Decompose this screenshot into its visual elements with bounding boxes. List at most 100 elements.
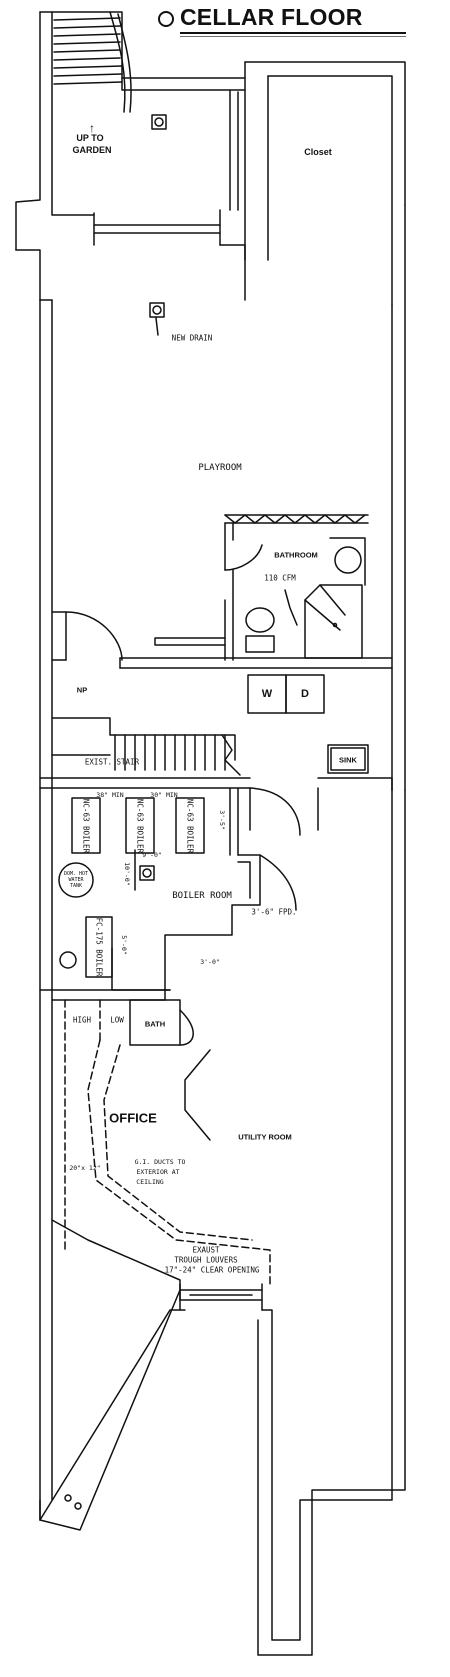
garden-closet-wall [121,77,246,91]
plan-title-text: CELLAR FLOOR [180,4,363,30]
boiler-top-wall [39,777,251,789]
washer-label: W [261,688,273,700]
boiler-4 [85,916,113,978]
garden-door-jamb [93,209,221,246]
shower-diagonal [304,584,346,631]
toilet-tank-icon [245,635,275,653]
hot-water-tank-icon [58,862,94,898]
garden-drain-icon [151,114,167,130]
dim-3-0: 3'-0" [200,958,220,966]
entry-door-arc [65,611,123,661]
stair-curve-2 [117,13,132,113]
cfm-label: 110 CFM [264,573,296,583]
gi-ducts-label-2: EXTERIOR AT [136,1168,180,1176]
sink-box-inner [330,747,366,771]
garden-inner-wall [51,11,95,216]
bathroom-sink-icon [334,546,362,574]
boiler-room-circle-icon [59,951,77,969]
right-lower-outer [257,789,406,1656]
fire-door-label: 3'-6" FPD. [251,907,297,917]
boiler-room-drain-icon [139,865,155,881]
office-bath-door [179,1009,194,1046]
exhaust-opening [179,1289,263,1301]
playroom-drain-circle [152,305,162,315]
boiler-bottom-wall [39,989,171,1001]
dryer-box [285,674,325,714]
left-lower-wall [39,1309,186,1521]
bathroom-left-wall [224,522,234,571]
exist-stair-label: EXIST. STAIR [84,757,140,767]
playroom-label: PLAYROOM [198,463,242,473]
up-arrow-icon: ↑ [89,121,95,135]
office-curved-wall [184,1049,211,1141]
dim-5-0: 5'-0" [120,935,128,955]
stair-treads [53,17,123,85]
duct-size-label: 20"x 12" [69,1164,101,1172]
bathroom-label: BATHROOM [274,550,318,560]
boiler-room-label: BOILER ROOM [172,891,232,901]
garden-bottom-left [15,249,41,301]
plan-title: CELLAR FLOOR [158,4,428,37]
shower-enclosure [304,584,363,659]
boiler-4-label: FC-175 BOILER [94,917,104,977]
cfm-arrow [284,589,298,626]
exhaust-label-1: EXAUST [192,1245,220,1255]
title-underline-thin [180,36,406,37]
drain-leader [155,317,159,336]
office-duct-dashed2 [103,1044,253,1241]
garden-drain-circle [154,117,164,127]
door-frame-left [51,611,67,661]
garden-door-opening [93,224,221,234]
office-divider-dashed [64,999,101,1251]
garden-bottom-right [219,244,246,301]
bathroom-truss-zig [224,514,366,524]
boiler-2-label: NC-63 BOILER [135,798,145,854]
garden-outer-wall [15,11,41,251]
exist-stair-outline [51,717,236,761]
toilet-bowl-icon [245,607,275,633]
gi-ducts-label-3: CEILING [136,1178,164,1186]
office-duct-dashed [87,1039,271,1286]
closet-inner-wall [267,75,393,306]
dryer-label: D [301,688,309,700]
bathroom-bottom-wall [119,657,393,669]
boiler-room-lower-wall [164,854,261,1001]
right-lower-wall [261,789,393,1641]
utility-room-label: UTILITY ROOM [238,1132,292,1142]
bath-label: BATH [144,1019,166,1029]
low-label: LOW [110,1015,124,1025]
boiler-3 [175,797,205,854]
dim-3-5: 3'-5" [218,810,226,830]
office-lower-wall-outer [39,1289,181,1531]
boiler-door-arc [249,787,301,836]
dim-10-0: 10'-0" [123,862,131,886]
office-label: OFFICE [109,1110,157,1126]
boiler-room-lower-wall2 [237,861,251,899]
exist-stair-treads [114,734,226,771]
playroom-drain-icon [149,302,165,318]
rain-spout-icon [64,1494,82,1510]
exhaust-label-2: TROUGH LOUVERS [174,1255,238,1265]
boiler-1 [71,797,101,854]
level-circle-icon [158,11,174,27]
dim-38-min: 38" MIN [96,791,124,799]
exhaust-label-3: 17"-24" CLEAR OPENING [164,1265,260,1275]
closet-label: Closet [304,147,332,157]
new-drain-label: NEW DRAIN [171,333,213,343]
playroom-opening [154,637,226,646]
closet-outer-wall [244,61,406,206]
hot-water-tank-label: DOM. HOT WATER TANK [63,871,89,889]
exhaust-opening-jamb [179,1283,263,1311]
garden-right-wall [229,89,239,211]
boiler-2 [125,797,155,854]
stair-curve [109,11,126,113]
sink-label: SINK [339,755,357,765]
bathroom-sink-outline [329,537,366,586]
boiler-door2-arc [259,854,297,911]
up-to-garden-label-1: UP TO [76,133,104,143]
closet-left-wall [244,61,269,261]
sink-area-wall [317,777,393,831]
np-label: NP [76,685,88,695]
bathroom-wall-lower [224,569,234,661]
